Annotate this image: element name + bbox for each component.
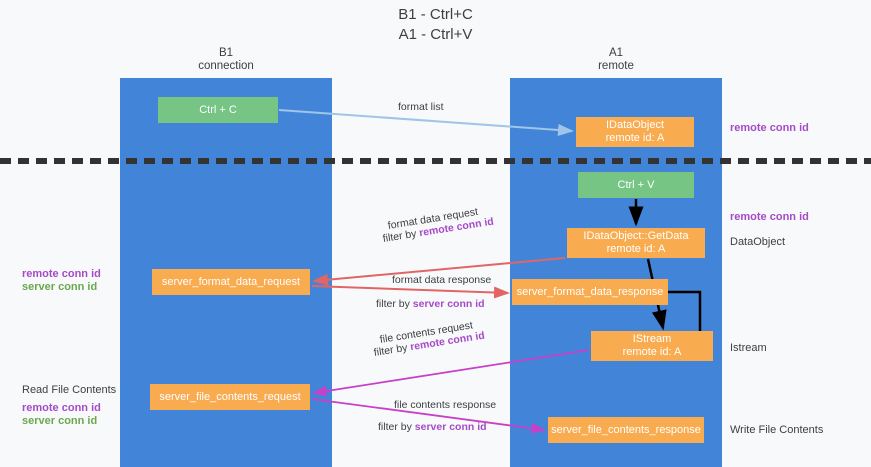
- box-istream-subtitle: remote id: A: [622, 346, 682, 358]
- box-server-format-data-request-label: server_format_data_request: [161, 275, 301, 288]
- box-server-file-contents-request[interactable]: server_file_contents_request: [150, 384, 310, 410]
- lane-header-b1: B1 connection: [150, 47, 302, 73]
- lane-header-a1-name: A1: [608, 47, 624, 59]
- edge-label-format-data-response-filter: filter by server conn id: [376, 298, 485, 311]
- filter-key-server-conn-id: server conn id: [412, 298, 485, 310]
- annotation-remote-conn-id-top: remote conn id: [730, 122, 809, 135]
- arrow-format-data-response: [311, 285, 510, 299]
- filter-prefix: filter by: [378, 421, 415, 433]
- lane-header-b1-name: B1: [218, 47, 234, 59]
- annotation-write-file-contents: Write File Contents: [730, 424, 824, 436]
- diagram-title: B1 - Ctrl+C A1 - Ctrl+V: [0, 5, 871, 45]
- edge-label-file-contents-response: file contents response: [394, 399, 497, 411]
- lane-header-a1-role: remote: [598, 60, 634, 72]
- lane-header-a1: A1 remote: [540, 47, 692, 73]
- box-server-file-contents-request-label: server_file_contents_request: [159, 390, 301, 403]
- annotation-remote-conn-id: remote conn id: [22, 402, 101, 414]
- annotation-remote-conn-id: remote conn id: [22, 268, 101, 280]
- annotation-left-conn-ids-mid: remote conn id server conn id: [22, 268, 101, 294]
- box-istream-title: IStream: [632, 333, 672, 345]
- annotation-remote-conn-id-mid: remote conn id: [730, 211, 809, 224]
- edge-label-format-list: format list: [398, 101, 444, 113]
- box-server-file-contents-response-label: server_file_contents_response: [551, 423, 701, 436]
- filter-prefix: filter by: [372, 341, 412, 359]
- box-ctrl-v-label: Ctrl + V: [617, 178, 655, 191]
- annotation-left-conn-ids-bottom: remote conn id server conn id: [22, 402, 101, 428]
- box-server-file-contents-response[interactable]: server_file_contents_response: [548, 417, 704, 443]
- annotation-dataobject: DataObject: [730, 236, 786, 248]
- box-idataobject-subtitle: remote id: A: [605, 132, 665, 144]
- title-line-1: B1 - Ctrl+C: [398, 6, 473, 23]
- filter-prefix: filter by: [376, 298, 413, 310]
- box-server-format-data-response[interactable]: server_format_data_response: [512, 279, 668, 305]
- edge-label-format-data-response: format data response: [392, 274, 492, 286]
- box-istream[interactable]: IStream remote id: A: [591, 331, 713, 361]
- annotation-server-conn-id: server conn id: [22, 415, 98, 427]
- annotation-server-conn-id: server conn id: [22, 281, 98, 293]
- edge-label-file-contents-response-filter: filter by server conn id: [378, 421, 487, 434]
- box-server-format-data-request[interactable]: server_format_data_request: [152, 269, 310, 295]
- title-line-2: A1 - Ctrl+V: [398, 26, 473, 43]
- lane-header-b1-role: connection: [198, 60, 254, 72]
- box-idataobject-title: IDataObject: [605, 119, 665, 131]
- annotation-text: remote conn id: [730, 211, 809, 223]
- box-ctrl-c-label: Ctrl + C: [199, 103, 237, 116]
- box-getdata-title: IDataObject::GetData: [583, 230, 689, 242]
- box-ctrl-v[interactable]: Ctrl + V: [578, 172, 694, 198]
- box-idataobject-getdata[interactable]: IDataObject::GetData remote id: A: [567, 228, 705, 258]
- box-idataobject[interactable]: IDataObject remote id: A: [576, 117, 694, 147]
- filter-key-server-conn-id: server conn id: [414, 421, 487, 433]
- annotation-read-file-contents: Read File Contents: [22, 384, 117, 396]
- box-getdata-subtitle: remote id: A: [606, 243, 666, 255]
- box-server-format-data-response-label: server_format_data_response: [516, 285, 664, 298]
- annotation-text: remote conn id: [730, 122, 809, 134]
- annotation-istream: Istream: [730, 342, 767, 354]
- box-ctrl-c[interactable]: Ctrl + C: [158, 97, 278, 123]
